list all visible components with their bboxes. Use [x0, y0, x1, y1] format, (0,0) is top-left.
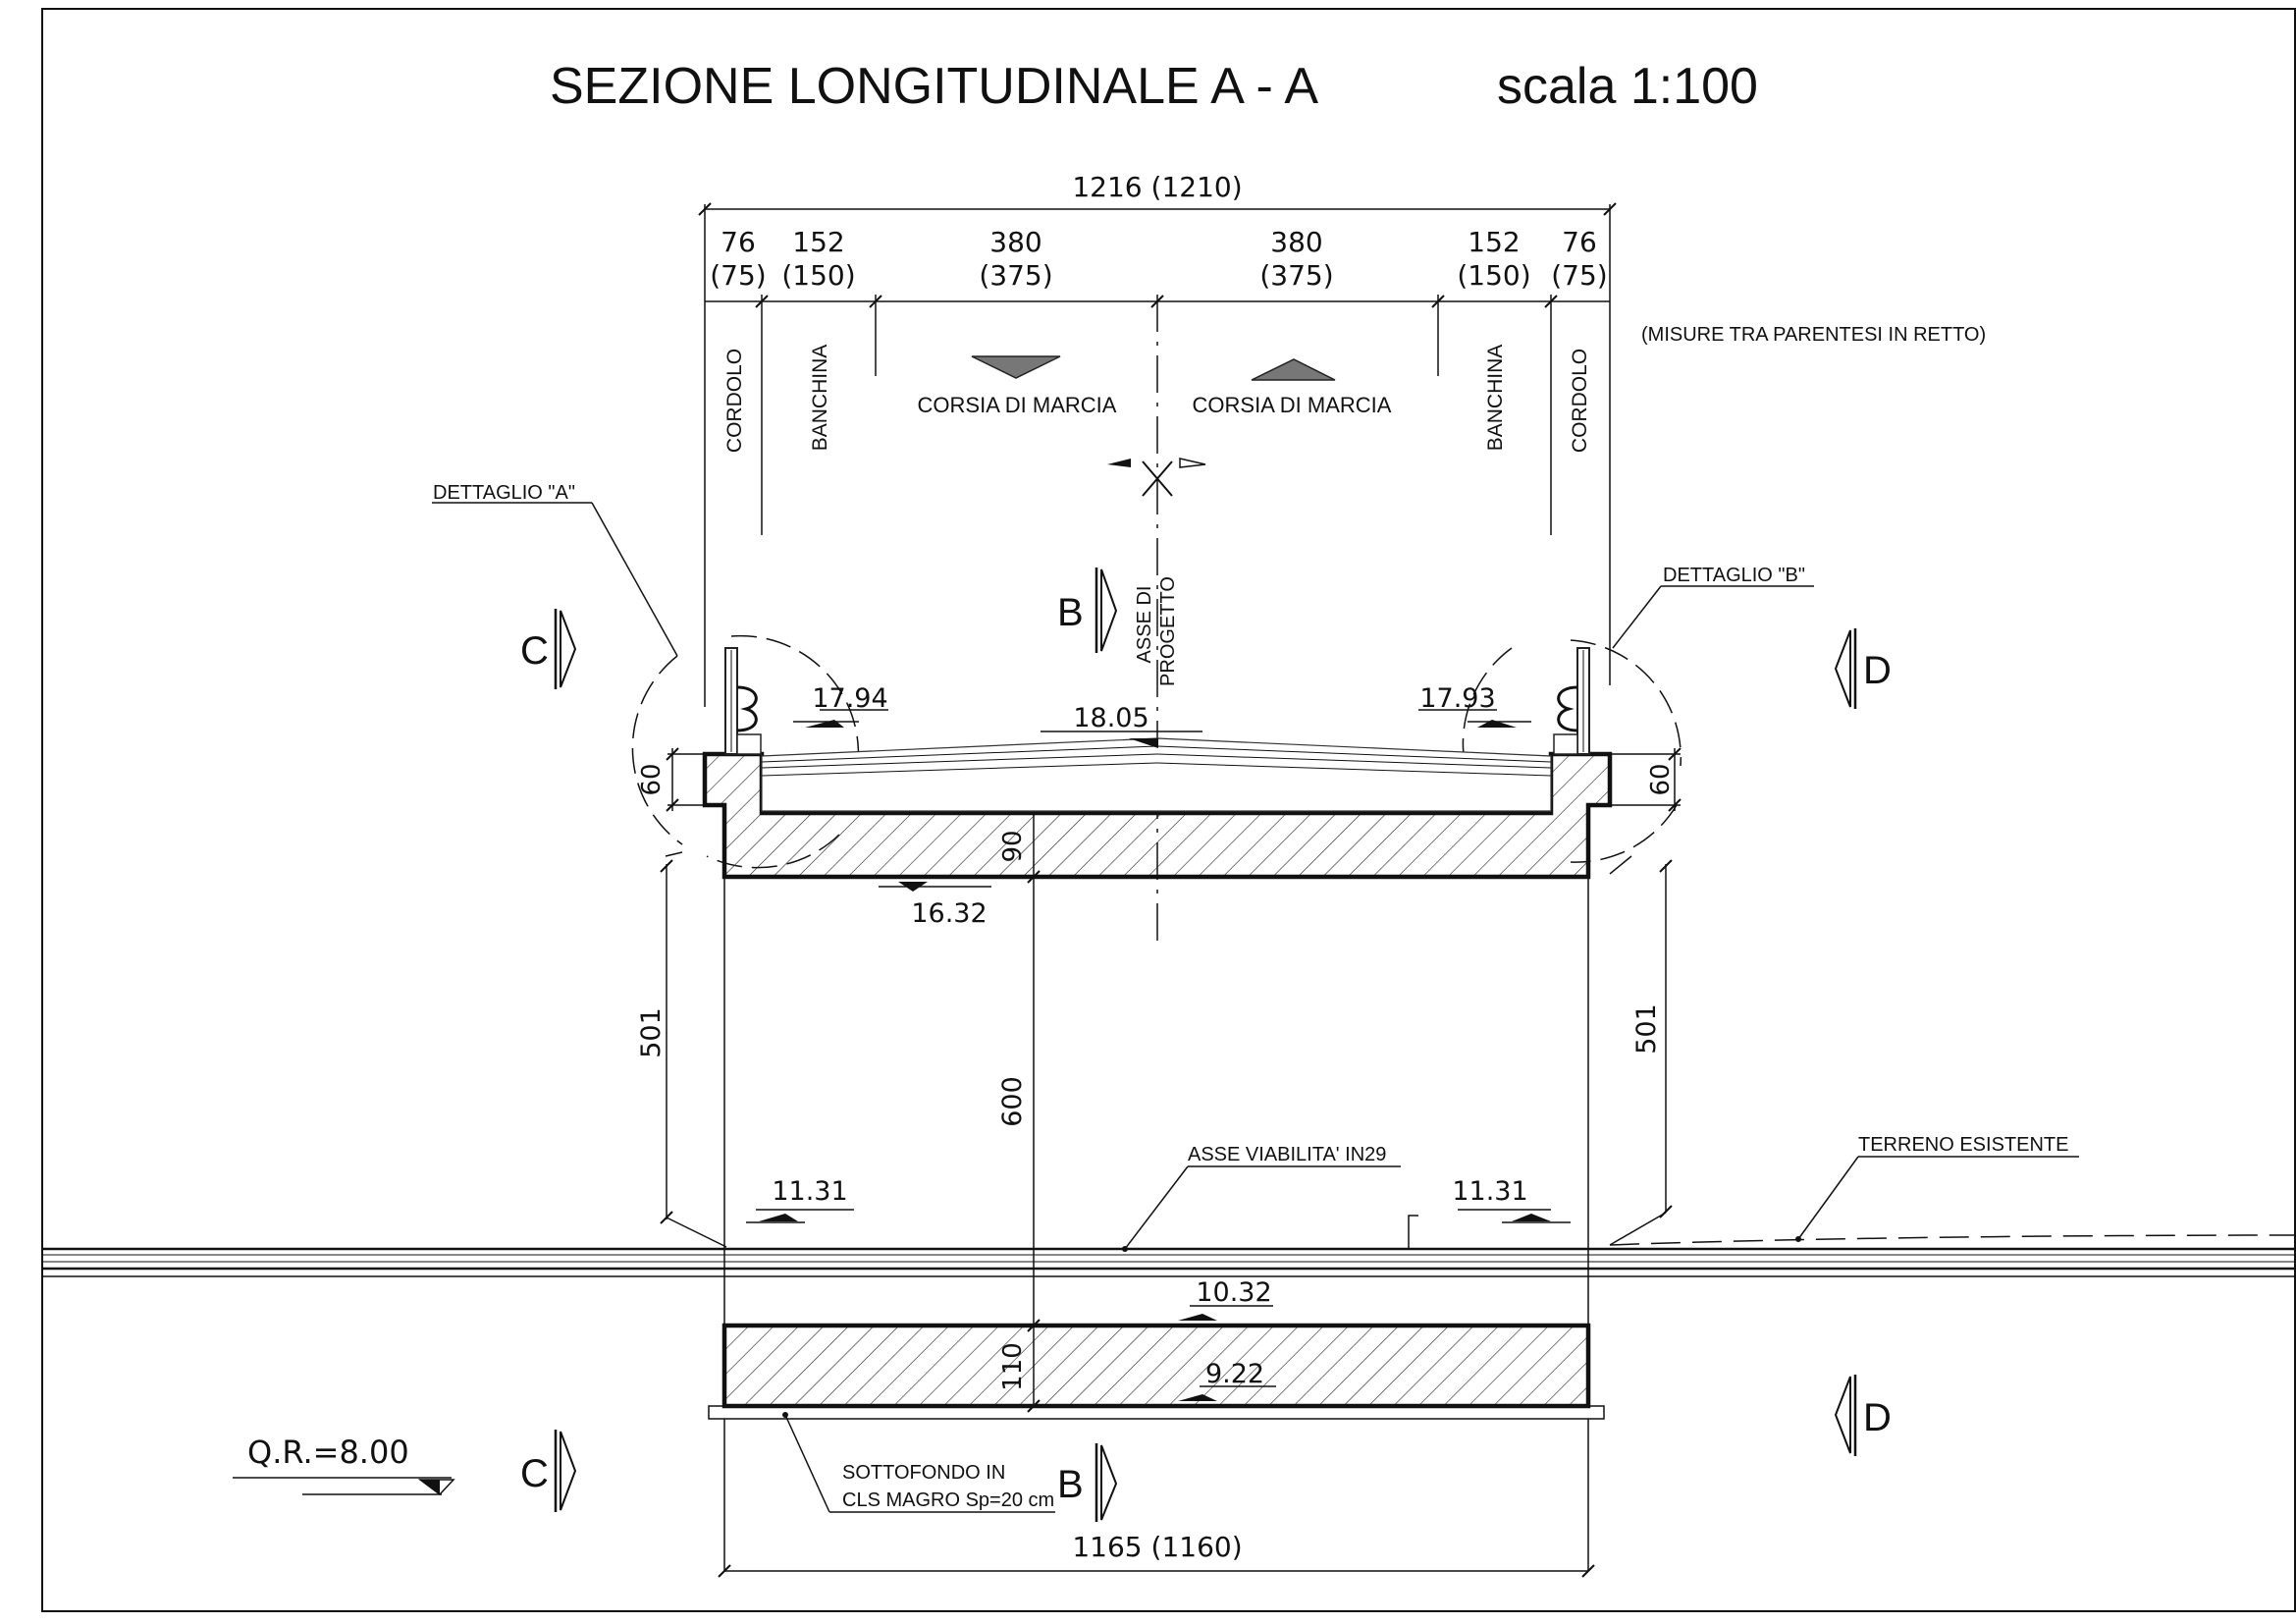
kerb-dim-value: 60: [1646, 763, 1676, 795]
asse-viabilita-label: ASSE VIABILITA' IN29: [1188, 1144, 1386, 1165]
zone-cordolo-right: CORDOLO: [1569, 349, 1591, 453]
kerb-dimension-left: 60: [637, 747, 724, 812]
elevation-value: 10.32: [1196, 1277, 1271, 1308]
top-overall-dimension: 1216 (1210): [698, 171, 1617, 707]
foundation-slab: [721, 1323, 1591, 1409]
segment-labels: 76 (75) 152 (150) 380 (375) 380 (375) 15…: [710, 226, 1607, 292]
section-marker-c-bottom: C: [520, 1430, 577, 1512]
zone-corsia-right: CORSIA DI MARCIA: [1193, 393, 1392, 417]
zone-banchina-right: BANCHINA: [1484, 345, 1507, 452]
elevation-value: 9.22: [1205, 1359, 1264, 1389]
zone-corsia-left: CORSIA DI MARCIA: [918, 393, 1117, 417]
elevation-marker-ground-right: 11.31: [1452, 1176, 1571, 1223]
elevation-marker-base-top: 10.32: [1178, 1277, 1273, 1321]
direction-arrow-down-icon: [971, 355, 1061, 379]
segment-value: 76: [721, 226, 756, 258]
section-b-letter: B: [1057, 591, 1084, 634]
elevation-value: 18.05: [1073, 703, 1148, 733]
reference-elevation: Q.R.=8.00: [233, 1434, 455, 1496]
top-total-dimension: 1216 (1210): [1072, 171, 1242, 203]
detail-b-label: DETTAGLIO "B": [1663, 565, 1805, 586]
elevation-marker-top-right: 17.93: [1418, 683, 1531, 728]
drawing-title: SEZIONE LONGITUDINALE A - A: [550, 58, 1318, 115]
elevation-value: 17.94: [812, 683, 887, 714]
section-marker-d-top: D: [1834, 628, 1892, 709]
clearance-value: 501: [1631, 1003, 1662, 1055]
elevation-marker-top-center: 18.05: [1041, 703, 1202, 748]
segment-value: 380: [1270, 226, 1322, 258]
deck-thickness-dimension: 90: [998, 813, 1035, 877]
axis-label: ASSE DI: [1134, 586, 1155, 664]
segment-paren: (375): [1259, 259, 1333, 292]
bottom-overall-dimension: 1165 (1160): [718, 1531, 1595, 1578]
elevation-value: 16.32: [911, 898, 987, 929]
section-marker-d-bottom: D: [1834, 1375, 1892, 1456]
section-c-letter: C: [520, 629, 549, 673]
zone-banchina-left: BANCHINA: [809, 345, 831, 452]
guardrail-left-icon: [724, 647, 762, 755]
elevation-marker-top-left: 17.94: [793, 683, 888, 728]
kerb-dim-value: 60: [637, 763, 667, 795]
kerb-dimension-right: 60: [1588, 747, 1682, 812]
base-thickness-value: 110: [998, 1342, 1028, 1391]
sheet-border: [41, 8, 2296, 1612]
segment-paren: (75): [1551, 259, 1607, 292]
axis-symbol-icon: [1107, 458, 1206, 497]
clearance-dimension-left: 501: [636, 851, 727, 1248]
guardrail-right-icon: [1553, 647, 1590, 755]
elevation-value: 17.93: [1419, 683, 1495, 714]
axis-label: PROGETTO: [1157, 576, 1179, 686]
section-d-letter: D: [1863, 1396, 1892, 1439]
section-marker-b-bottom: B: [1057, 1443, 1118, 1522]
zone-cordolo-left: CORDOLO: [723, 349, 746, 453]
elevation-value: 11.31: [1452, 1176, 1527, 1207]
bottom-total-dimension: 1165 (1160): [1072, 1531, 1242, 1563]
segment-dimension-line: [705, 295, 1610, 943]
clearance-dimension-right: 501: [1609, 855, 1673, 1246]
sottofondo-label: SOTTOFONDO IN: [842, 1462, 1005, 1484]
segment-paren: (150): [781, 259, 855, 292]
clearance-value: 600: [997, 1076, 1028, 1127]
segment-value: 152: [1468, 226, 1520, 258]
elevation-marker-ground-left: 11.31: [746, 1176, 854, 1223]
road-pavement: [761, 737, 1552, 812]
sottofondo-leader: [782, 1412, 1055, 1513]
elevation-value: 11.31: [772, 1176, 847, 1207]
elevation-marker-base-bottom: 9.22: [1178, 1359, 1276, 1401]
section-marker-c-top: C: [520, 609, 577, 689]
segment-value: 380: [989, 226, 1041, 258]
detail-a-label: DETTAGLIO "A": [433, 482, 575, 504]
reference-elevation-value: Q.R.=8.00: [247, 1434, 409, 1471]
section-marker-b-top: B: [1057, 568, 1118, 653]
parentheses-note: (MISURE TRA PARENTESI IN RETTO): [1641, 324, 1986, 346]
drawing-scale: scala 1:100: [1497, 58, 1758, 115]
clearance-dimension-center: 600: [997, 870, 1041, 1332]
section-d-letter: D: [1863, 649, 1892, 692]
sottofondo-label: CLS MAGRO Sp=20 cm: [842, 1489, 1054, 1511]
section-c-letter: C: [520, 1452, 549, 1495]
elevation-marker-deck-bottom: 16.32: [879, 882, 991, 929]
asse-viabilita-leader: [1122, 1165, 1401, 1252]
section-b-letter: B: [1057, 1463, 1084, 1506]
terreno-leader: [1795, 1156, 2079, 1242]
deck-thickness-value: 90: [998, 830, 1028, 862]
direction-arrow-up-icon: [1251, 358, 1336, 381]
segment-paren: (150): [1457, 259, 1530, 292]
segment-paren: (375): [979, 259, 1052, 292]
base-thickness-dimension: 110: [998, 1326, 1041, 1413]
segment-paren: (75): [710, 259, 766, 292]
segment-value: 76: [1562, 226, 1597, 258]
terreno-label: TERRENO ESISTENTE: [1858, 1134, 2068, 1156]
pavement-layers: [761, 745, 1552, 777]
segment-value: 152: [792, 226, 844, 258]
clearance-value: 501: [636, 1007, 667, 1058]
road-viabilita: [42, 1215, 2296, 1277]
zone-labels: CORDOLO BANCHINA CORSIA DI MARCIA CORSIA…: [723, 345, 1591, 453]
